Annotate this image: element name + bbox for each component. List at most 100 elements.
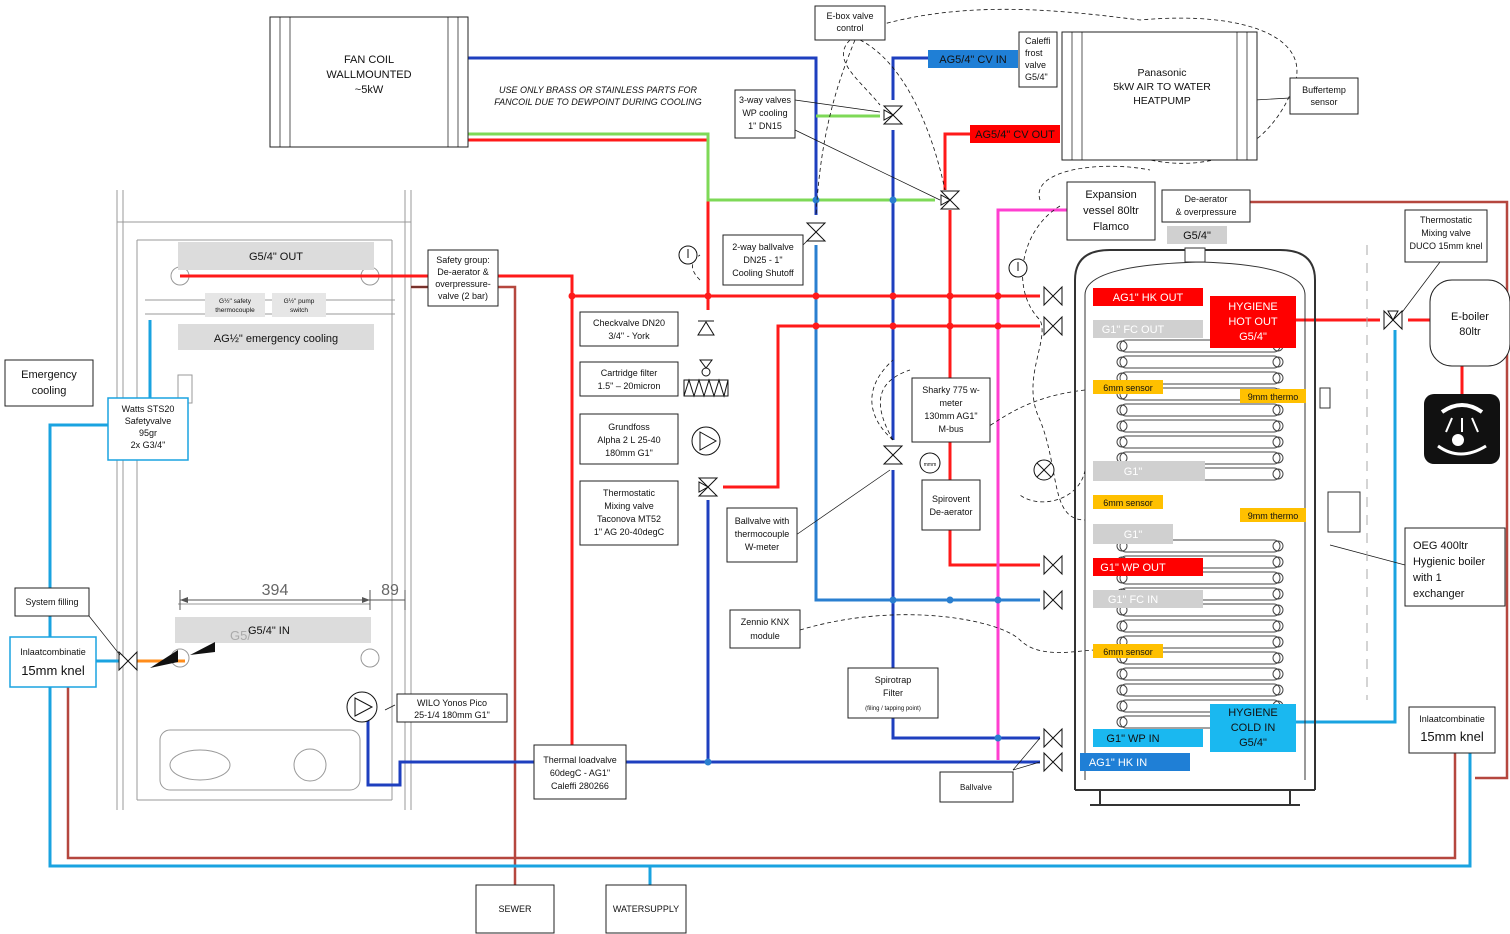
thermostatic-mixing-valve[interactable] <box>697 477 719 497</box>
g1-fc-out-label: G1" FC OUT <box>1102 324 1165 336</box>
emergency-cooling-connection-label: AG½" emergency cooling <box>214 333 338 345</box>
g54-in-left-label: G5/4" IN <box>248 625 290 637</box>
cooling-pipes <box>468 114 935 202</box>
ag1-hk-out-label: AG1" HK OUT <box>1113 292 1184 304</box>
ballvalve-wp-out[interactable] <box>1043 554 1063 576</box>
g1-label-1: G1" <box>1124 466 1143 478</box>
mixing-valve-right[interactable] <box>1383 309 1403 331</box>
watersupply-box[interactable]: WATERSUPPLY <box>605 884 687 934</box>
ballvalve-box[interactable]: Ballvalve <box>939 771 1014 803</box>
safety-group-box[interactable]: Safety group:De-aerator &overpressure-va… <box>427 249 499 307</box>
svg-text:System filling: System filling <box>25 597 78 607</box>
mid-blue-pipes <box>814 245 1040 602</box>
sensor-6mm-label-3: 6mm sensor <box>1103 647 1153 657</box>
g54-out-left-label: G5/4" OUT <box>249 251 303 263</box>
ballvalve-fc-out[interactable] <box>1043 315 1063 337</box>
ballvalve-hk-in[interactable] <box>1043 751 1063 773</box>
ballvalve-wp-in[interactable] <box>1043 727 1063 749</box>
svg-text:De-aerator& overpressure: De-aerator& overpressure <box>1175 194 1236 217</box>
water-supply-pipes <box>30 320 1472 886</box>
thermo-9mm-label-2: 9mm thermo <box>1248 511 1299 521</box>
ag1-hk-in-label: AG1" HK IN <box>1089 757 1147 769</box>
left-unit-outline <box>116 190 412 810</box>
sensor-6mm-label-2: 6mm sensor <box>1103 498 1153 508</box>
wilo-pump[interactable] <box>346 691 378 723</box>
svg-text:WATERSUPPLY: WATERSUPPLY <box>613 904 679 914</box>
ag-cv-out-label: AG5/4" CV OUT <box>975 129 1055 141</box>
dim-89: 89 <box>381 582 399 599</box>
sewer-box[interactable]: SEWER <box>475 884 555 934</box>
deaerator-top-box[interactable]: De-aerator& overpressure <box>1161 189 1251 223</box>
three-way-valve-1[interactable] <box>882 105 904 125</box>
cartridge-filter[interactable] <box>683 359 729 398</box>
g1-wp-in-label: G1" WP IN <box>1106 733 1159 745</box>
ballvalve-fc-in[interactable] <box>1043 589 1063 611</box>
check-valve[interactable] <box>697 320 715 336</box>
ag-cv-in-label: AG5/4" CV IN <box>939 54 1007 66</box>
system-filling-box[interactable]: System filling <box>14 587 90 617</box>
system-filling-valve[interactable] <box>118 650 138 672</box>
svg-text:mmm: mmm <box>924 462 937 468</box>
junction-dots <box>568 292 1002 330</box>
ballvalve-thermocouple[interactable] <box>882 445 904 465</box>
connection-arrows <box>150 642 215 668</box>
two-way-ballvalve[interactable] <box>805 222 827 242</box>
expansion-pipe <box>996 208 1067 760</box>
dim-394: 394 <box>262 582 289 599</box>
sensor-6mm-label-1: 6mm sensor <box>1103 383 1153 393</box>
grundfoss-pump[interactable] <box>691 426 721 456</box>
ballvalve-hk-out[interactable] <box>1043 285 1063 307</box>
blue-junction-dots <box>704 196 1002 766</box>
g1-fc-in-label: G1" FC IN <box>1108 594 1158 606</box>
leader-lines <box>384 97 1441 771</box>
gauge-icon: mmm <box>919 452 1055 481</box>
three-way-valve-2[interactable] <box>939 190 961 210</box>
